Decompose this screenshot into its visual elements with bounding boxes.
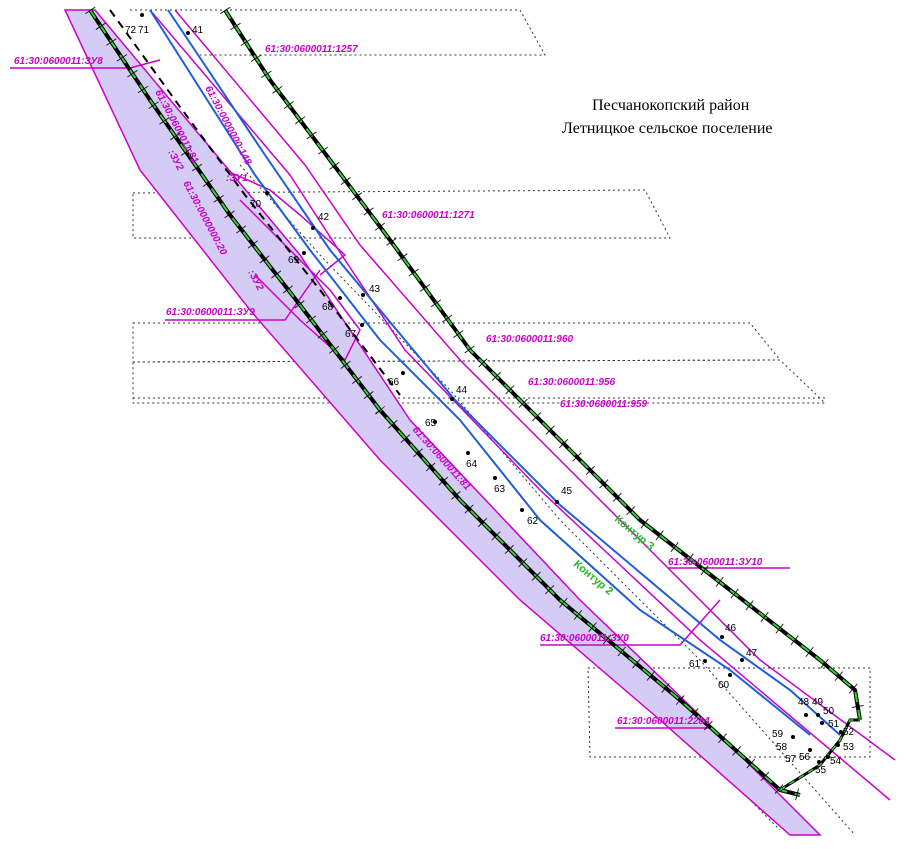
parcel-top [130, 9, 546, 56]
label-1271: 61:30:0600011:1271 [382, 210, 475, 221]
point-marker-65 [433, 420, 437, 424]
point-marker-71 [140, 13, 144, 17]
point-61: 61 [689, 659, 701, 670]
point-58: 58 [776, 742, 788, 753]
zu2-inner-line [109, 9, 401, 396]
zu10-lower-leader [540, 599, 721, 646]
survey-points [140, 13, 843, 764]
label-zu1: :ЗУ1 [226, 173, 248, 184]
point-marker-63 [493, 476, 497, 480]
point-labels: 72 71 41 70 42 69 43 68 67 66 44 65 64 6… [125, 25, 855, 776]
label-zu10: 61:30:0600011:ЗУ10 [668, 557, 763, 568]
point-marker-47 [740, 658, 744, 662]
point-marker-46 [720, 635, 724, 639]
point-marker-60 [728, 673, 732, 677]
point-marker-41 [186, 31, 190, 35]
label-960: 61:30:0600011:960 [486, 334, 574, 345]
point-63: 63 [494, 484, 506, 495]
point-43: 43 [369, 284, 381, 295]
point-44: 44 [456, 385, 468, 396]
contour-3-boundary [219, 6, 866, 792]
parcel-956 [132, 359, 827, 404]
point-47: 47 [746, 648, 758, 659]
point-70: 70 [250, 199, 262, 210]
contour-2-boundary [85, 6, 802, 801]
blue-line-upper [167, 9, 841, 736]
point-69: 69 [288, 255, 300, 266]
point-60: 60 [718, 680, 730, 691]
point-marker-66 [401, 371, 405, 375]
label-2284: 61:30:0600011:2284 [617, 716, 710, 727]
point-41: 41 [192, 25, 204, 36]
point-62: 62 [527, 516, 539, 527]
magenta-line-1 [149, 9, 891, 801]
label-zu10-lower: 61:30:0600011:ЗУ0 [540, 633, 629, 644]
title-district: Песчанокопский район [592, 97, 750, 114]
point-51: 51 [828, 719, 840, 730]
point-marker-51 [820, 721, 824, 725]
point-marker-62 [520, 508, 524, 512]
point-marker-61 [703, 659, 707, 663]
magenta-line-2 [174, 9, 896, 761]
point-71: 71 [138, 25, 150, 36]
corridor-band [63, 9, 822, 836]
point-marker-42 [311, 226, 315, 230]
parcel-960 [132, 322, 782, 363]
point-66: 66 [388, 377, 400, 388]
label-zu8: 61:30:0600011:ЗУ8 [14, 56, 103, 67]
point-45: 45 [561, 486, 573, 497]
parcel-2284 [587, 667, 871, 758]
magenta-boundaries [10, 9, 896, 801]
point-marker-56 [808, 748, 812, 752]
point-marker-52 [839, 730, 843, 734]
zu9-leader [165, 269, 321, 321]
point-marker-54 [826, 755, 830, 759]
label-956: 61:30:0600011:956 [528, 377, 616, 388]
point-57: 57 [785, 754, 797, 765]
zu1-box [224, 169, 347, 276]
label-zu9: 61:30:0600011:ЗУ9 [166, 307, 255, 318]
point-marker-69 [302, 251, 306, 255]
point-56: 56 [799, 752, 811, 763]
point-marker-70 [265, 191, 269, 195]
point-marker-53 [836, 743, 840, 747]
point-72: 72 [125, 25, 137, 36]
blue-axis [149, 9, 841, 736]
point-64: 64 [466, 459, 478, 470]
point-59: 59 [772, 729, 784, 740]
point-55: 55 [815, 765, 827, 776]
point-marker-59 [791, 735, 795, 739]
point-52: 52 [843, 727, 855, 738]
point-54: 54 [830, 756, 842, 767]
point-marker-64 [466, 451, 470, 455]
point-marker-44 [450, 397, 454, 401]
point-marker-45 [555, 500, 559, 504]
point-marker-49 [816, 713, 820, 717]
label-959: 61:30:0600011:959 [560, 399, 648, 410]
point-marker-67 [360, 323, 364, 327]
point-marker-43 [361, 293, 365, 297]
point-46: 46 [725, 623, 737, 634]
point-49: 49 [812, 697, 824, 708]
point-53: 53 [843, 742, 855, 753]
label-contour-2: Контур 2 [571, 558, 615, 598]
road-edge-dotted-2 [239, 164, 856, 836]
point-50: 50 [823, 706, 835, 717]
point-68: 68 [322, 302, 334, 313]
point-marker-48 [804, 713, 808, 717]
title-settlement: Летницкое сельское поселение [562, 120, 773, 137]
band-inner-box [239, 199, 361, 362]
label-contour-3: Контур 3 [612, 513, 656, 553]
point-42: 42 [318, 212, 330, 223]
point-marker-68 [338, 296, 342, 300]
point-67: 67 [345, 329, 357, 340]
label-1257: 61:30:0600011:1257 [265, 44, 358, 55]
blue-line-lower [149, 9, 811, 736]
parcel-1271 [132, 189, 671, 239]
point-marker-55 [817, 760, 821, 764]
point-65: 65 [425, 418, 437, 429]
point-48: 48 [798, 697, 810, 708]
